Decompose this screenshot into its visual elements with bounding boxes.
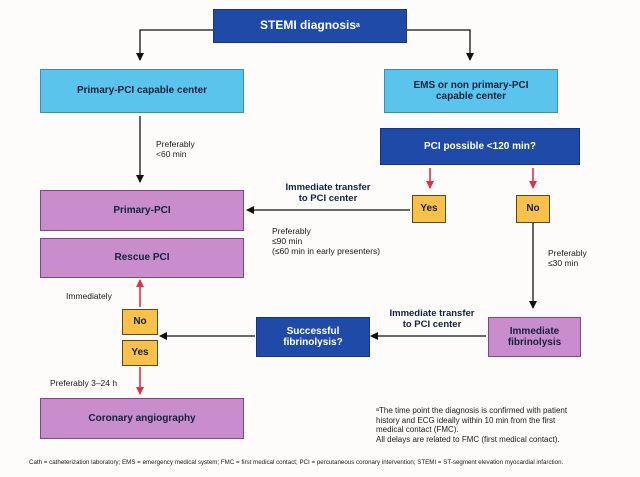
ems-node: EMS or non primary-PCI capable center [384, 69, 558, 113]
yes-top-node: Yes [412, 195, 446, 223]
yes-top-label: Yes [420, 203, 438, 215]
immediate-fibrinolysis-line2: fibrinolysis [507, 337, 562, 348]
rescue-pci-label: Rescue PCI [114, 252, 170, 264]
primary-pci-node: Primary-PCI [40, 190, 244, 231]
label-preferably-30: Preferably ≤30 min [548, 248, 587, 268]
label-preferably-90-line2: ≤90 min [272, 236, 303, 247]
label-preferably-90: Preferably ≤90 min (≤60 min in early pre… [272, 226, 380, 257]
primary-pci-capable-center-node: Primary-PCI capable center [40, 69, 244, 113]
stemi-diagnosis-footnote-marker: a [356, 21, 360, 29]
label-preferably-90-line3: (≤60 min in early presenters) [272, 246, 381, 257]
yes-mid-node: Yes [122, 340, 158, 366]
label-transfer-top-line1: Immediate transfer [285, 182, 371, 193]
immediate-fibrinolysis-line1: Immediate [509, 325, 560, 337]
label-preferably-3-24: Preferably 3–24 h [50, 378, 117, 388]
no-top-node: No [516, 195, 550, 223]
ems-label-line2: capable center [435, 91, 507, 102]
footnote-line3: medical contact (FMC). [376, 425, 459, 435]
label-transfer-top: Immediate transfer to PCI center [262, 182, 394, 205]
label-transfer-top-line2: to PCI center [298, 193, 358, 205]
footnote-line2: history and ECG ideally within 10 min fr… [376, 415, 556, 425]
yes-mid-label: Yes [131, 347, 149, 359]
label-preferably-60-line2: <60 min [156, 149, 187, 160]
label-preferably-60: Preferably <60 min [156, 139, 195, 159]
successful-fibrinolysis-node: Successful fibrinolysis? [256, 317, 370, 357]
no-mid-node: No [122, 309, 158, 335]
label-preferably-60-line1: Preferably [156, 139, 195, 149]
no-top-label: No [526, 203, 540, 215]
label-immediately: Immediately [66, 291, 112, 301]
stemi-diagnosis-label: STEMI diagnosis [260, 18, 357, 33]
connector-stemi-to-primary-center [136, 29, 213, 61]
label-preferably-30-line2: ≤30 min [548, 258, 579, 269]
primary-pci-capable-center-label: Primary-PCI capable center [76, 85, 208, 97]
footnote-line1: ᵃThe time point the diagnosis is confirm… [376, 406, 568, 415]
coronary-angiography-node: Coronary angiography [40, 398, 244, 439]
abbreviations: Cath = catheterization laboratory; EMS =… [29, 459, 629, 466]
label-preferably-30-line1: Preferably [548, 248, 587, 258]
label-immediately-text: Immediately [66, 291, 112, 301]
pci-possible-label: PCI possible <120 min? [424, 140, 536, 152]
ems-label-line1: EMS or non primary-PCI [413, 79, 529, 91]
pci-possible-node: PCI possible <120 min? [380, 128, 580, 165]
rescue-pci-node: Rescue PCI [40, 238, 244, 278]
successful-fibrinolysis-line1: Successful [286, 325, 340, 337]
label-preferably-3-24-text: Preferably 3–24 h [50, 378, 118, 388]
label-transfer-bottom-line1: Immediate transfer [389, 308, 475, 319]
primary-pci-label: Primary-PCI [113, 204, 171, 216]
footnote-line4: All delays are related to FMC (first med… [376, 434, 560, 444]
connector-stemi-to-ems [407, 29, 474, 61]
abbreviations-text: Cath = catheterization laboratory; EMS =… [29, 459, 564, 466]
label-transfer-bottom: Immediate transfer to PCI center [370, 308, 494, 331]
no-mid-label: No [133, 316, 147, 328]
coronary-angiography-label: Coronary angiography [88, 412, 196, 424]
label-preferably-90-line1: Preferably [272, 226, 311, 236]
label-transfer-bottom-line2: to PCI center [402, 319, 462, 331]
immediate-fibrinolysis-node: Immediate fibrinolysis [488, 317, 581, 357]
successful-fibrinolysis-line2: fibrinolysis? [283, 337, 343, 348]
footnote: ᵃThe time point the diagnosis is confirm… [376, 406, 567, 444]
